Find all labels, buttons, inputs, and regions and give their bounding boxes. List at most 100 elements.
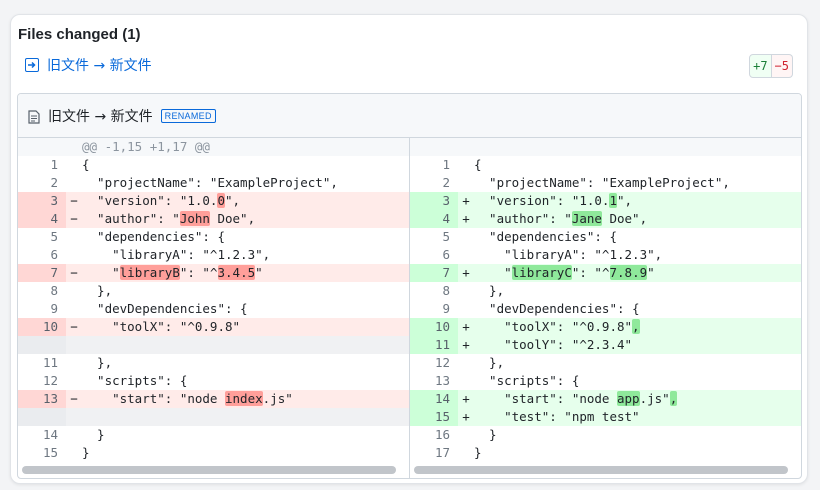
diff-sign: − xyxy=(70,265,78,280)
diff-sign xyxy=(458,246,474,264)
code-text: "test": "npm test" xyxy=(474,408,801,426)
diff-sign: + xyxy=(462,391,470,406)
code-text: } xyxy=(82,426,409,444)
code-token: { xyxy=(82,157,90,172)
file-link[interactable]: 旧文件 → 新文件 xyxy=(25,55,152,75)
old-file-pane[interactable]: @@ -1,15 +1,17 @@ 1{2 "projectName": "Ex… xyxy=(18,138,409,478)
old-diff-line: 7− "libraryB": "^3.4.5" xyxy=(18,264,409,282)
code-text xyxy=(82,336,409,354)
additions-count: +7 xyxy=(749,54,772,78)
line-number: 3 xyxy=(410,192,458,210)
new-file-pane[interactable]: 1 {2 "projectName": "ExampleProject", 3 + "… xyxy=(409,138,801,478)
code-token: }, xyxy=(474,355,505,370)
line-number: 1 xyxy=(442,157,450,172)
new-diff-line: 7+ "libraryC": "^7.8.9" xyxy=(410,264,801,282)
new-diff-line: 15 + "test": "npm test" xyxy=(410,408,801,426)
code-token: " xyxy=(82,265,120,280)
code-text: "projectName": "ExampleProject", xyxy=(474,174,801,192)
code-text xyxy=(82,408,409,426)
line-number: 10 xyxy=(18,318,66,336)
line-number: 12 xyxy=(42,373,58,388)
diff-sign xyxy=(66,174,82,192)
diff-sign xyxy=(458,228,474,246)
line-number: 16 xyxy=(434,427,450,442)
new-diff-line: 10+ "toolX": "^0.9.8", xyxy=(410,318,801,336)
changed-token: , xyxy=(632,319,640,334)
hunk-header-right xyxy=(410,138,801,156)
file-link-label: 旧文件 → 新文件 xyxy=(47,58,152,74)
line-number: 15 xyxy=(410,408,458,426)
code-token: "libraryA": "^1.2.3", xyxy=(82,247,271,262)
line-number: 5 xyxy=(442,229,450,244)
old-diff-line: 14 } xyxy=(18,426,409,444)
code-token: "author": " xyxy=(474,211,572,226)
code-text: "libraryA": "^1.2.3", xyxy=(82,246,409,264)
new-diff-line: 14 + "start": "node app.js", xyxy=(410,390,801,408)
code-text: } xyxy=(82,444,409,462)
changed-token: libraryC xyxy=(511,265,572,280)
diff-sign: − xyxy=(70,211,78,226)
new-diff-line: 13 "scripts": { xyxy=(410,372,801,390)
right-scrollbar[interactable] xyxy=(414,466,788,474)
line-number: 14 xyxy=(410,390,458,408)
code-token: "author": " xyxy=(82,211,180,226)
file-icon xyxy=(28,109,40,124)
code-token: " xyxy=(474,265,512,280)
old-diff-line: 8 }, xyxy=(18,282,409,300)
line-number: 11 xyxy=(410,336,458,354)
changed-token: libraryB xyxy=(119,265,180,280)
changed-token: 1 xyxy=(609,193,617,208)
diff-sign xyxy=(66,372,82,390)
diff-sign: + xyxy=(462,193,470,208)
changed-token: John xyxy=(179,211,210,226)
code-text: "start": "node app.js", xyxy=(474,390,801,408)
files-changed-card: Files changed (1) 旧文件 → 新文件 +7 −5 旧文件 → … xyxy=(10,14,808,484)
changed-token: app xyxy=(617,391,640,406)
code-text: }, xyxy=(474,354,801,372)
line-number: 7 xyxy=(18,264,66,282)
new-diff-line: 16 } xyxy=(410,426,801,444)
code-text: { xyxy=(82,156,409,174)
diff-stats: +7 −5 xyxy=(749,54,793,78)
changed-token: index xyxy=(225,391,263,406)
code-token: "toolY": "^2.3.4" xyxy=(474,337,633,352)
old-diff-line: 11 }, xyxy=(18,354,409,372)
code-text: "author": "Jane Doe", xyxy=(474,210,801,228)
changed-token: 0 xyxy=(217,193,225,208)
line-number: 9 xyxy=(50,301,58,316)
code-text: "dependencies": { xyxy=(82,228,409,246)
code-token: "toolX": "^0.9.8" xyxy=(82,319,241,334)
code-token: "test": "npm test" xyxy=(474,409,640,424)
left-scrollbar[interactable] xyxy=(22,466,396,474)
code-token: Doe", xyxy=(601,211,648,226)
code-token: " xyxy=(647,265,655,280)
code-text: { xyxy=(474,156,801,174)
files-changed-title: Files changed (1) xyxy=(18,26,141,43)
diff-file-header: 旧文件 → 新文件 RENAMED xyxy=(18,94,801,138)
old-diff-line xyxy=(18,336,409,354)
line-number: 3 xyxy=(18,192,66,210)
old-diff-line: 4− "author": "John Doe", xyxy=(18,210,409,228)
old-diff-line: 3− "version": "1.0.0", xyxy=(18,192,409,210)
changed-token: 3.4.5 xyxy=(217,265,256,280)
renamed-badge: RENAMED xyxy=(160,108,216,123)
code-text: } xyxy=(474,426,801,444)
line-number: 11 xyxy=(42,355,58,370)
line-number: 12 xyxy=(434,355,450,370)
code-text: "version": "1.0.1", xyxy=(474,192,801,210)
old-diff-line: 15} xyxy=(18,444,409,462)
code-text: "dependencies": { xyxy=(474,228,801,246)
diff-sign: + xyxy=(462,409,470,424)
diff-sign xyxy=(66,354,82,372)
diff-sign xyxy=(458,300,474,318)
line-number xyxy=(18,336,66,354)
diff-sign xyxy=(66,300,82,318)
old-diff-line: 2 "projectName": "ExampleProject", xyxy=(18,174,409,192)
diff-sign xyxy=(458,156,474,174)
new-diff-line: 17} xyxy=(410,444,801,462)
line-number: 13 xyxy=(18,390,66,408)
code-text: "start": "node index.js" xyxy=(82,390,409,408)
line-number: 2 xyxy=(442,175,450,190)
code-token: } xyxy=(82,445,90,460)
diff-sign: − xyxy=(70,391,78,406)
